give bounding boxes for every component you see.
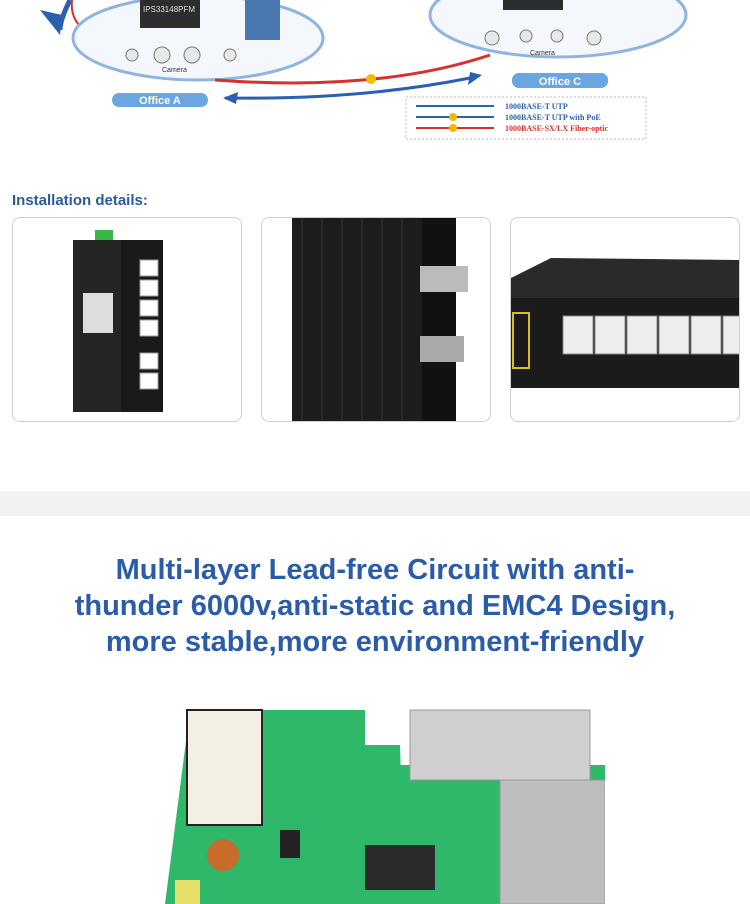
switch-icon <box>140 0 200 28</box>
install-image-front <box>12 217 242 422</box>
svg-text:IPS33148PFM: IPS33148PFM <box>143 5 195 14</box>
installation-title: Installation details: <box>12 192 148 209</box>
office-c-badge <box>512 73 608 88</box>
legend-utp: 1000BASE-T UTP <box>505 102 568 111</box>
legend-poe: 1000BASE-T UTP with PoE <box>505 113 601 122</box>
svg-text:Office C: Office C <box>539 76 581 88</box>
headline-line-1: Multi-layer Lead-free Circuit with anti- <box>115 554 635 586</box>
rj45-ports <box>499 779 605 904</box>
svg-text:Camera: Camera <box>530 50 555 57</box>
power-module <box>186 709 263 826</box>
headline-line-2: thunder 6000v,anti-static and EMC4 Desig… <box>74 590 676 622</box>
section-divider <box>0 491 750 516</box>
feature-headline: Multi-layer Lead-free Circuit with anti-… <box>0 552 750 660</box>
svg-text:Camera: Camera <box>162 67 187 74</box>
install-image-side <box>261 217 491 422</box>
pcb-board-image <box>165 709 605 904</box>
server-icon <box>245 0 280 40</box>
switch-icon-c <box>503 0 563 10</box>
sfp-cages <box>409 709 591 781</box>
office-a-badge <box>112 93 208 107</box>
headline-line-3: more stable,more environment-friendly <box>105 626 645 658</box>
legend <box>405 96 647 140</box>
svg-text:Office A: Office A <box>139 95 181 107</box>
network-diagram: IPS33148PFM Camera Camera Office A Offic… <box>40 0 688 140</box>
legend-fiber: 1000BASE-SX/LX Fiber-optic <box>505 124 608 133</box>
install-image-ports <box>510 217 740 422</box>
